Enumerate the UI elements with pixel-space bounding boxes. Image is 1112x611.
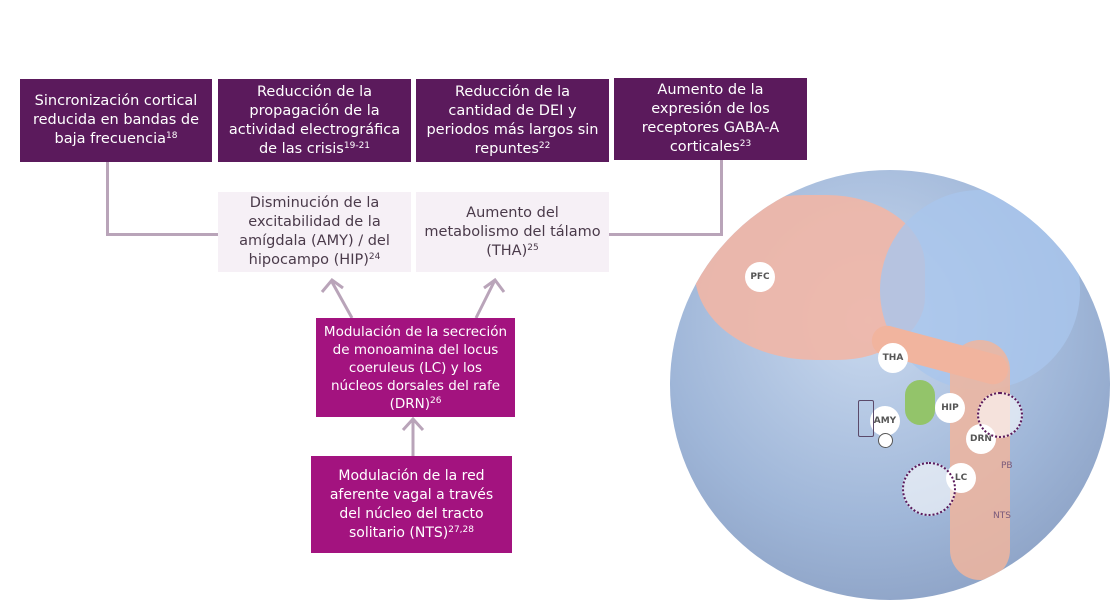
effect-text: Sincronización cortical reducida en band… — [32, 93, 200, 147]
ref: 23 — [739, 139, 752, 149]
effect-box-2: Reducción de la propagación de la activi… — [218, 79, 411, 162]
ref: 19-21 — [343, 140, 371, 151]
intermediate-box-2: Aumento del metabolismo del tálamo (THA)… — [416, 192, 609, 272]
ref: 24 — [368, 252, 381, 262]
intermediate-text: Disminución de la excitabilidad de la am… — [239, 195, 390, 268]
arrow-up-left — [320, 277, 354, 319]
effect-text: Aumento de la expresión de los receptore… — [641, 82, 780, 155]
label-nts: NTS — [993, 511, 1011, 521]
ref: 27,28 — [448, 524, 474, 535]
label-tha: THA — [878, 343, 908, 373]
mechanism-box-2: Modulación de la red aferente vagal a tr… — [311, 456, 512, 553]
ref: 26 — [429, 395, 442, 406]
connector — [720, 160, 723, 236]
ref: 18 — [166, 131, 178, 141]
marker-dot — [878, 433, 893, 448]
connector — [609, 233, 723, 236]
mechanism-box-1: Modulación de la secreción de monoamina … — [316, 318, 515, 417]
connector — [106, 162, 109, 236]
intermediate-box-1: Disminución de la excitabilidad de la am… — [218, 192, 411, 272]
label-pfc: PFC — [745, 262, 775, 292]
mechanism-text: Modulación de la red aferente vagal a tr… — [329, 467, 494, 541]
connector — [106, 233, 218, 236]
effect-text: Reducción de la propagación de la activi… — [228, 83, 401, 157]
effect-box-3: Reducción de la cantidad de DEI y period… — [416, 79, 609, 162]
label-amy: AMY — [870, 406, 900, 436]
effect-box-4: Aumento de la expresión de los receptore… — [614, 78, 807, 160]
mechanism-text: Modulación de la secreción de monoamina … — [323, 323, 508, 412]
brain-illustration: PFC THA HIP AMY DRN LC PB NTS — [670, 170, 1110, 600]
arrow-up — [401, 416, 425, 456]
effect-box-1: Sincronización cortical reducida en band… — [20, 79, 212, 162]
noradrenaline-molecule-icon — [902, 462, 956, 516]
label-pb: PB — [1001, 461, 1013, 471]
effect-text: Reducción de la cantidad de DEI y period… — [426, 83, 599, 157]
ref: 25 — [527, 242, 539, 253]
intermediate-text: Aumento del metabolismo del tálamo (THA) — [424, 204, 601, 259]
serotonin-molecule-icon — [977, 392, 1023, 438]
arrow-up-right — [474, 277, 506, 319]
hippocampus — [905, 380, 935, 425]
receptor-icon — [858, 400, 874, 437]
label-hip: HIP — [935, 393, 965, 423]
ref: 22 — [538, 140, 551, 151]
